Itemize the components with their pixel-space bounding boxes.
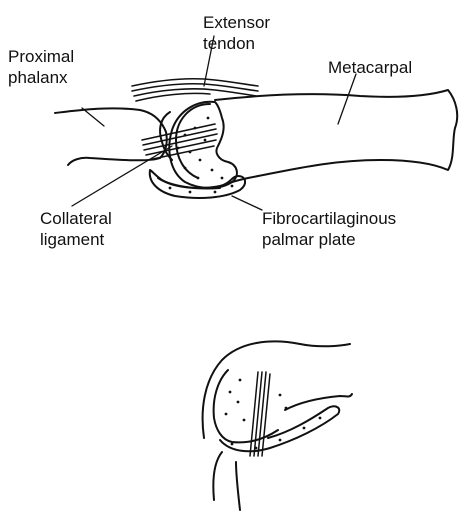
bottom-palmar-plate [220, 406, 339, 451]
proximal-phalanx-bone [55, 108, 167, 165]
palmar-plate [150, 170, 245, 198]
label-extensor-tendon: Extensor tendon [203, 12, 270, 54]
collateral-ligament-fibres [142, 124, 217, 160]
bottom-joint-drawing [203, 341, 352, 510]
metacarpal-bone [215, 90, 457, 184]
label-collateral-ligament-line1: Collateral [40, 208, 112, 229]
label-metacarpal: Metacarpal [328, 57, 412, 78]
label-proximal-phalanx-line1: Proximal [8, 46, 74, 67]
label-extensor-tendon-line2: tendon [203, 33, 270, 54]
phalanx-leader [82, 108, 104, 126]
plate-leader [232, 196, 262, 210]
label-collateral-ligament: Collateral ligament [40, 208, 112, 250]
metacarpal-leader [338, 74, 356, 124]
label-proximal-phalanx-line2: phalanx [8, 67, 74, 88]
label-extensor-tendon-line1: Extensor [203, 12, 270, 33]
metacarpal-head [169, 102, 237, 188]
stipple-dots-bottom [225, 379, 322, 450]
label-palmar-plate: Fibrocartilaginous palmar plate [262, 208, 396, 250]
bottom-metacarpal-head [214, 370, 278, 442]
bottom-bone-upper [203, 341, 350, 438]
bottom-phalanx [213, 452, 240, 510]
label-proximal-phalanx: Proximal phalanx [8, 46, 74, 88]
bottom-ligament-fibres [250, 372, 270, 456]
label-palmar-plate-line1: Fibrocartilaginous [262, 208, 396, 229]
bottom-shaft [285, 394, 352, 410]
label-palmar-plate-line2: palmar plate [262, 229, 396, 250]
label-collateral-ligament-line2: ligament [40, 229, 112, 250]
label-metacarpal-line1: Metacarpal [328, 57, 412, 78]
leader-lines-top [72, 36, 356, 210]
